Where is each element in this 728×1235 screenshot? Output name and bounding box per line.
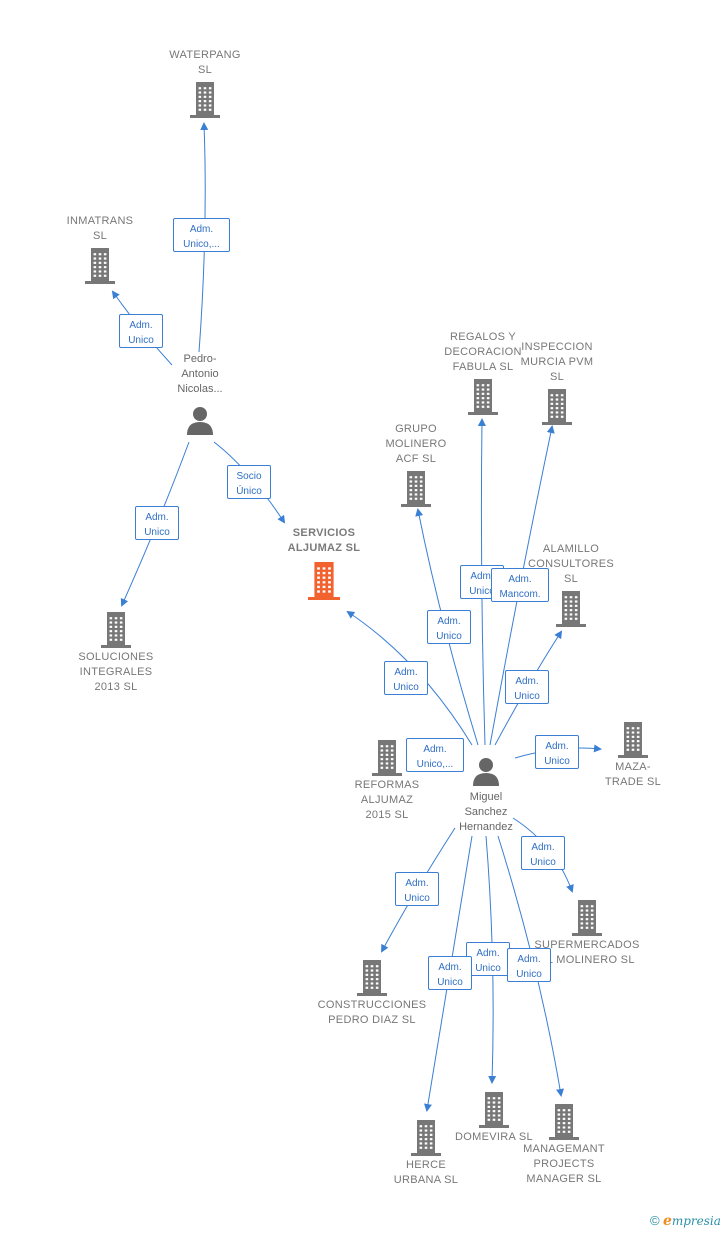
brand-initial: e (662, 1213, 672, 1229)
company-label: REFORMAS ALJUMAZ 2015 SL (354, 779, 420, 821)
building-icon (308, 562, 340, 600)
building-icon (101, 612, 131, 648)
company-regalos[interactable]: REGALOS Y DECORACION FABULA SL (438, 330, 528, 415)
company-maza-trade[interactable]: MAZA-TRADE SL (598, 722, 668, 790)
footer-brand[interactable]: © empresia (650, 1213, 721, 1229)
company-label: DOMEVIRA SL (455, 1131, 533, 1143)
company-label: MAZA-TRADE SL (604, 761, 662, 788)
edge-label-miguel-construcciones[interactable]: Adm. Unico (395, 872, 439, 906)
building-icon (542, 389, 572, 425)
company-inmatrans[interactable]: INMATRANS SL (50, 214, 150, 284)
company-label: REGALOS Y DECORACION FABULA SL (444, 331, 522, 373)
edge-label-miguel-inspeccion[interactable]: Adm. Mancom. (491, 568, 549, 602)
company-label: INMATRANS SL (66, 215, 134, 242)
company-label: WATERPANG SL (169, 49, 241, 76)
person-label: Pedro-Antonio Nicolas... (177, 353, 223, 395)
edge-label-pedro-waterpang[interactable]: Adm. Unico,... (173, 218, 230, 252)
edge-label-miguel-reformas[interactable]: Adm. Unico,... (406, 738, 464, 772)
copyright-symbol: © (650, 1213, 660, 1228)
building-icon (372, 740, 402, 776)
building-icon (549, 1104, 579, 1140)
person-icon (473, 758, 499, 786)
company-label: MANAGEMANT PROJECTS MANAGER SL (523, 1143, 605, 1185)
company-inspeccion[interactable]: INSPECCION MURCIA PVM SL (515, 340, 599, 425)
edge-label-miguel-herce[interactable]: Adm. Unico (428, 956, 472, 990)
edge-label-miguel-managemant[interactable]: Adm. Unico (507, 948, 551, 982)
building-icon (85, 248, 115, 284)
building-icon (468, 379, 498, 415)
company-waterpang[interactable]: WATERPANG SL (150, 48, 260, 118)
building-icon (357, 960, 387, 996)
edge-label-miguel-domevira[interactable]: Adm. Unico (466, 942, 510, 976)
person-icon (187, 407, 213, 435)
edge-label-pedro-servicios[interactable]: Socio Único (227, 465, 271, 499)
company-label: SERVICIOS ALJUMAZ SL (287, 527, 361, 554)
edge-label-miguel-grupo[interactable]: Adm. Unico (427, 610, 471, 644)
edge-label-miguel-supermercados[interactable]: Adm. Unico (521, 836, 565, 870)
company-supermercados[interactable]: SUPERMERCADOS EL MOLINERO SL (533, 900, 641, 968)
company-label: SOLUCIONES INTEGRALES 2013 SL (78, 651, 154, 693)
company-herce[interactable]: HERCE URBANA SL (383, 1120, 469, 1188)
edge-label-miguel-maza[interactable]: Adm. Unico (535, 735, 579, 769)
person-miguel[interactable]: Miguel Sanchez Hernandez (446, 756, 526, 835)
building-icon (479, 1092, 509, 1128)
edge-label-miguel-alamillo[interactable]: Adm. Unico (505, 670, 549, 704)
company-label: ALAMILLO CONSULTORES SL (527, 543, 615, 585)
company-soluciones[interactable]: SOLUCIONES INTEGRALES 2013 SL (66, 612, 166, 695)
company-label: HERCE URBANA SL (393, 1159, 459, 1186)
company-label: CONSTRUCCIONES PEDRO DIAZ SL (317, 999, 427, 1026)
company-domevira[interactable]: DOMEVIRA SL (448, 1092, 540, 1145)
company-label: SUPERMERCADOS EL MOLINERO SL (534, 939, 640, 966)
company-label: INSPECCION MURCIA PVM SL (520, 341, 594, 383)
company-label: GRUPO MOLINERO ACF SL (385, 423, 447, 465)
edge-label-pedro-inmatrans[interactable]: Adm. Unico (119, 314, 163, 348)
building-icon (411, 1120, 441, 1156)
company-servicios-aljumaz[interactable]: SERVICIOS ALJUMAZ SL (264, 526, 384, 600)
building-icon (572, 900, 602, 936)
company-reformas[interactable]: REFORMAS ALJUMAZ 2015 SL (343, 740, 431, 823)
building-icon (556, 591, 586, 627)
company-alamillo[interactable]: ALAMILLO CONSULTORES SL (526, 542, 616, 627)
person-pedro[interactable]: Pedro-Antonio Nicolas... (160, 352, 240, 435)
brand-name: mpresia (671, 1214, 721, 1228)
building-icon (618, 722, 648, 758)
person-label: Miguel Sanchez Hernandez (459, 791, 513, 833)
company-construcciones[interactable]: CONSTRUCCIONES PEDRO DIAZ SL (314, 960, 430, 1028)
building-icon (401, 471, 431, 507)
company-grupo-molinero[interactable]: GRUPO MOLINERO ACF SL (372, 422, 460, 507)
company-managemant[interactable]: MANAGEMANT PROJECTS MANAGER SL (514, 1104, 614, 1187)
building-icon (190, 82, 220, 118)
edge-label-miguel-servicios[interactable]: Adm. Unico (384, 661, 428, 695)
edge-label-pedro-soluciones[interactable]: Adm. Unico (135, 506, 179, 540)
